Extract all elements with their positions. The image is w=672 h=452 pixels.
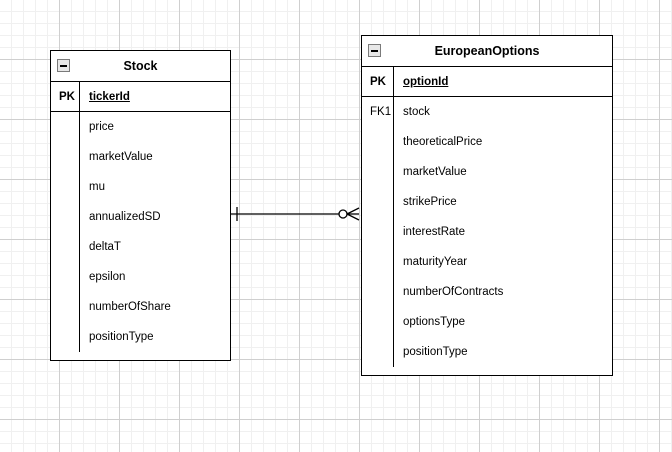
attribute-key-label: [362, 187, 393, 217]
attribute-row[interactable]: marketValue: [362, 157, 612, 187]
attribute-key-label: PK: [59, 90, 75, 103]
attribute-row[interactable]: theoreticalPrice: [362, 127, 612, 157]
attribute-row[interactable]: marketValue: [51, 142, 230, 172]
entity-stock-title-bar[interactable]: Stock: [51, 51, 230, 82]
attribute-name-label: optionsType: [393, 307, 612, 337]
attribute-name-label: positionType: [79, 322, 230, 352]
attribute-row[interactable]: price: [51, 112, 230, 142]
attribute-key-label: [51, 142, 79, 172]
attribute-key-label: [362, 127, 393, 157]
attribute-name-label: tickerId: [79, 82, 230, 111]
zero-circle-icon: [338, 209, 348, 219]
minus-box-icon[interactable]: [57, 59, 70, 72]
attribute-key-label: [362, 217, 393, 247]
attribute-row[interactable]: positionType: [51, 322, 230, 352]
attribute-row[interactable]: positionType: [362, 337, 612, 367]
attribute-row[interactable]: deltaT: [51, 232, 230, 262]
attribute-key-label: [51, 262, 79, 292]
attribute-key-label: [51, 172, 79, 202]
attribute-name-label: deltaT: [79, 232, 230, 262]
attribute-key-label: [51, 322, 79, 352]
attribute-row[interactable]: mu: [51, 172, 230, 202]
attribute-key-label: [51, 202, 79, 232]
attribute-row[interactable]: PK optionId: [362, 67, 612, 97]
attribute-key-label: [362, 337, 393, 367]
attribute-row[interactable]: optionsType: [362, 307, 612, 337]
attribute-key-label: [51, 112, 79, 142]
attribute-name-label: numberOfShare: [79, 292, 230, 322]
minus-box-icon[interactable]: [368, 44, 381, 57]
attribute-name-label: marketValue: [79, 142, 230, 172]
attribute-name-label: mu: [79, 172, 230, 202]
attribute-key-label: [51, 232, 79, 262]
attribute-name-label: theoreticalPrice: [393, 127, 612, 157]
attribute-name-label: strikePrice: [393, 187, 612, 217]
attribute-row[interactable]: epsilon: [51, 262, 230, 292]
attribute-name-label: price: [79, 112, 230, 142]
attribute-row[interactable]: PK tickerId: [51, 82, 230, 112]
attribute-name-label: maturityYear: [393, 247, 612, 277]
attribute-name-label: positionType: [393, 337, 612, 367]
attribute-name-label: stock: [393, 97, 612, 127]
attribute-key-label: [362, 307, 393, 337]
attribute-key-label: [51, 292, 79, 322]
attribute-row[interactable]: numberOfContracts: [362, 277, 612, 307]
attribute-row[interactable]: numberOfShare: [51, 292, 230, 322]
crows-foot-many-icon: [346, 207, 360, 221]
entity-european-options-title-bar[interactable]: EuropeanOptions: [362, 36, 612, 67]
attribute-row[interactable]: maturityYear: [362, 247, 612, 277]
attribute-name-label: epsilon: [79, 262, 230, 292]
attribute-key-label: [362, 157, 393, 187]
attribute-key-label: PK: [370, 75, 386, 88]
attribute-name-label: annualizedSD: [79, 202, 230, 232]
attribute-name-label: marketValue: [393, 157, 612, 187]
attribute-row[interactable]: strikePrice: [362, 187, 612, 217]
attribute-row[interactable]: annualizedSD: [51, 202, 230, 232]
attribute-key-label: FK1: [370, 106, 392, 118]
attribute-name-label: numberOfContracts: [393, 277, 612, 307]
entity-european-options-title: EuropeanOptions: [434, 44, 540, 58]
attribute-name-label: optionId: [393, 67, 612, 96]
attribute-key-label: [362, 277, 393, 307]
attribute-row[interactable]: interestRate: [362, 217, 612, 247]
attribute-key-label: [362, 247, 393, 277]
attribute-name-label: interestRate: [393, 217, 612, 247]
entity-stock-title: Stock: [123, 59, 158, 73]
